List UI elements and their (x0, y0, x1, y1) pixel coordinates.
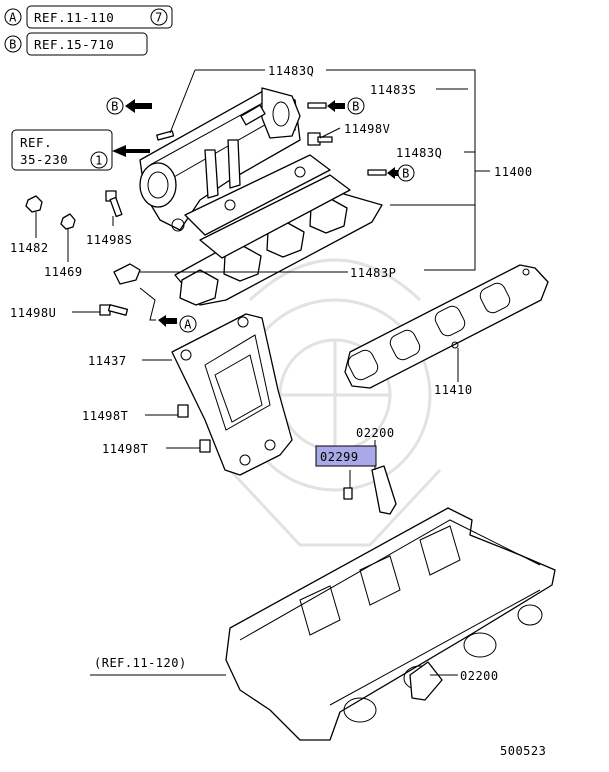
label-11400: 11400 (494, 165, 533, 179)
hook-02200 (371, 465, 397, 515)
pin-11483Q-top (156, 130, 175, 141)
watermark-emblem (228, 258, 442, 547)
label-11483P: 11483P (350, 266, 396, 280)
label-11498V: 11498V (344, 122, 390, 136)
label-11498T-b: 11498T (102, 442, 148, 456)
legend-a-ref: REF.11-110 (34, 10, 114, 25)
label-11483S: 11483S (370, 83, 416, 97)
label-02299-highlight[interactable] (315, 445, 377, 467)
label-02200-top: 02200 (356, 426, 395, 440)
sensor-11483P (113, 263, 141, 285)
bolt-11498T-a (177, 404, 189, 418)
bolt-11498U: A (99, 304, 197, 333)
cylinder-head (225, 507, 556, 741)
label-11437: 11437 (88, 354, 127, 368)
label-ref-11-120: (REF.11-120) (94, 656, 187, 670)
bolt-11498V (307, 132, 333, 146)
diagram-id: 500523 (500, 744, 546, 758)
legend-b-ref: REF.15-710 (34, 37, 114, 52)
svg-text:A: A (184, 318, 192, 332)
label-11498U: 11498U (10, 306, 56, 320)
washer-11469 (60, 213, 76, 230)
legend-b-letter: B (9, 38, 17, 52)
label-11469: 11469 (44, 265, 83, 279)
label-11483Q-top: 11483Q (268, 64, 314, 78)
svg-text:B: B (352, 100, 360, 114)
arrow-b-left: B (106, 97, 152, 115)
gasket-11410 (344, 264, 549, 389)
label-11498S: 11498S (86, 233, 132, 247)
legend-a: A REF.11-110 7 (4, 5, 173, 29)
legend-a-num: 7 (155, 11, 163, 25)
svg-text:B: B (111, 100, 119, 114)
stud-11483Q-right: B (367, 164, 415, 182)
legend-b: B REF.15-710 (4, 32, 148, 56)
svg-text:B: B (402, 167, 410, 181)
label-11482: 11482 (10, 241, 49, 255)
label-11498T-a: 11498T (82, 409, 128, 423)
ref-35-230-callout: REF. 35-230 1 (11, 129, 150, 171)
bracket-11437 (171, 313, 293, 476)
nut-11482 (25, 195, 43, 213)
bolt-11498T-b (199, 439, 211, 453)
label-11483Q-right: 11483Q (396, 146, 442, 160)
label-02200-bottom: 02200 (460, 669, 499, 683)
legend-a-letter: A (9, 11, 17, 25)
stud-11483S: B (307, 97, 365, 115)
label-11410: 11410 (434, 383, 473, 397)
bolt-02299 (343, 487, 353, 500)
svg-text:35-230: 35-230 (20, 152, 68, 167)
label-02299[interactable]: 02299 (320, 450, 359, 464)
svg-text:REF.: REF. (20, 135, 52, 150)
bolt-11498S (105, 190, 123, 218)
svg-text:1: 1 (95, 154, 103, 168)
intake-manifold-11400 (139, 87, 383, 306)
